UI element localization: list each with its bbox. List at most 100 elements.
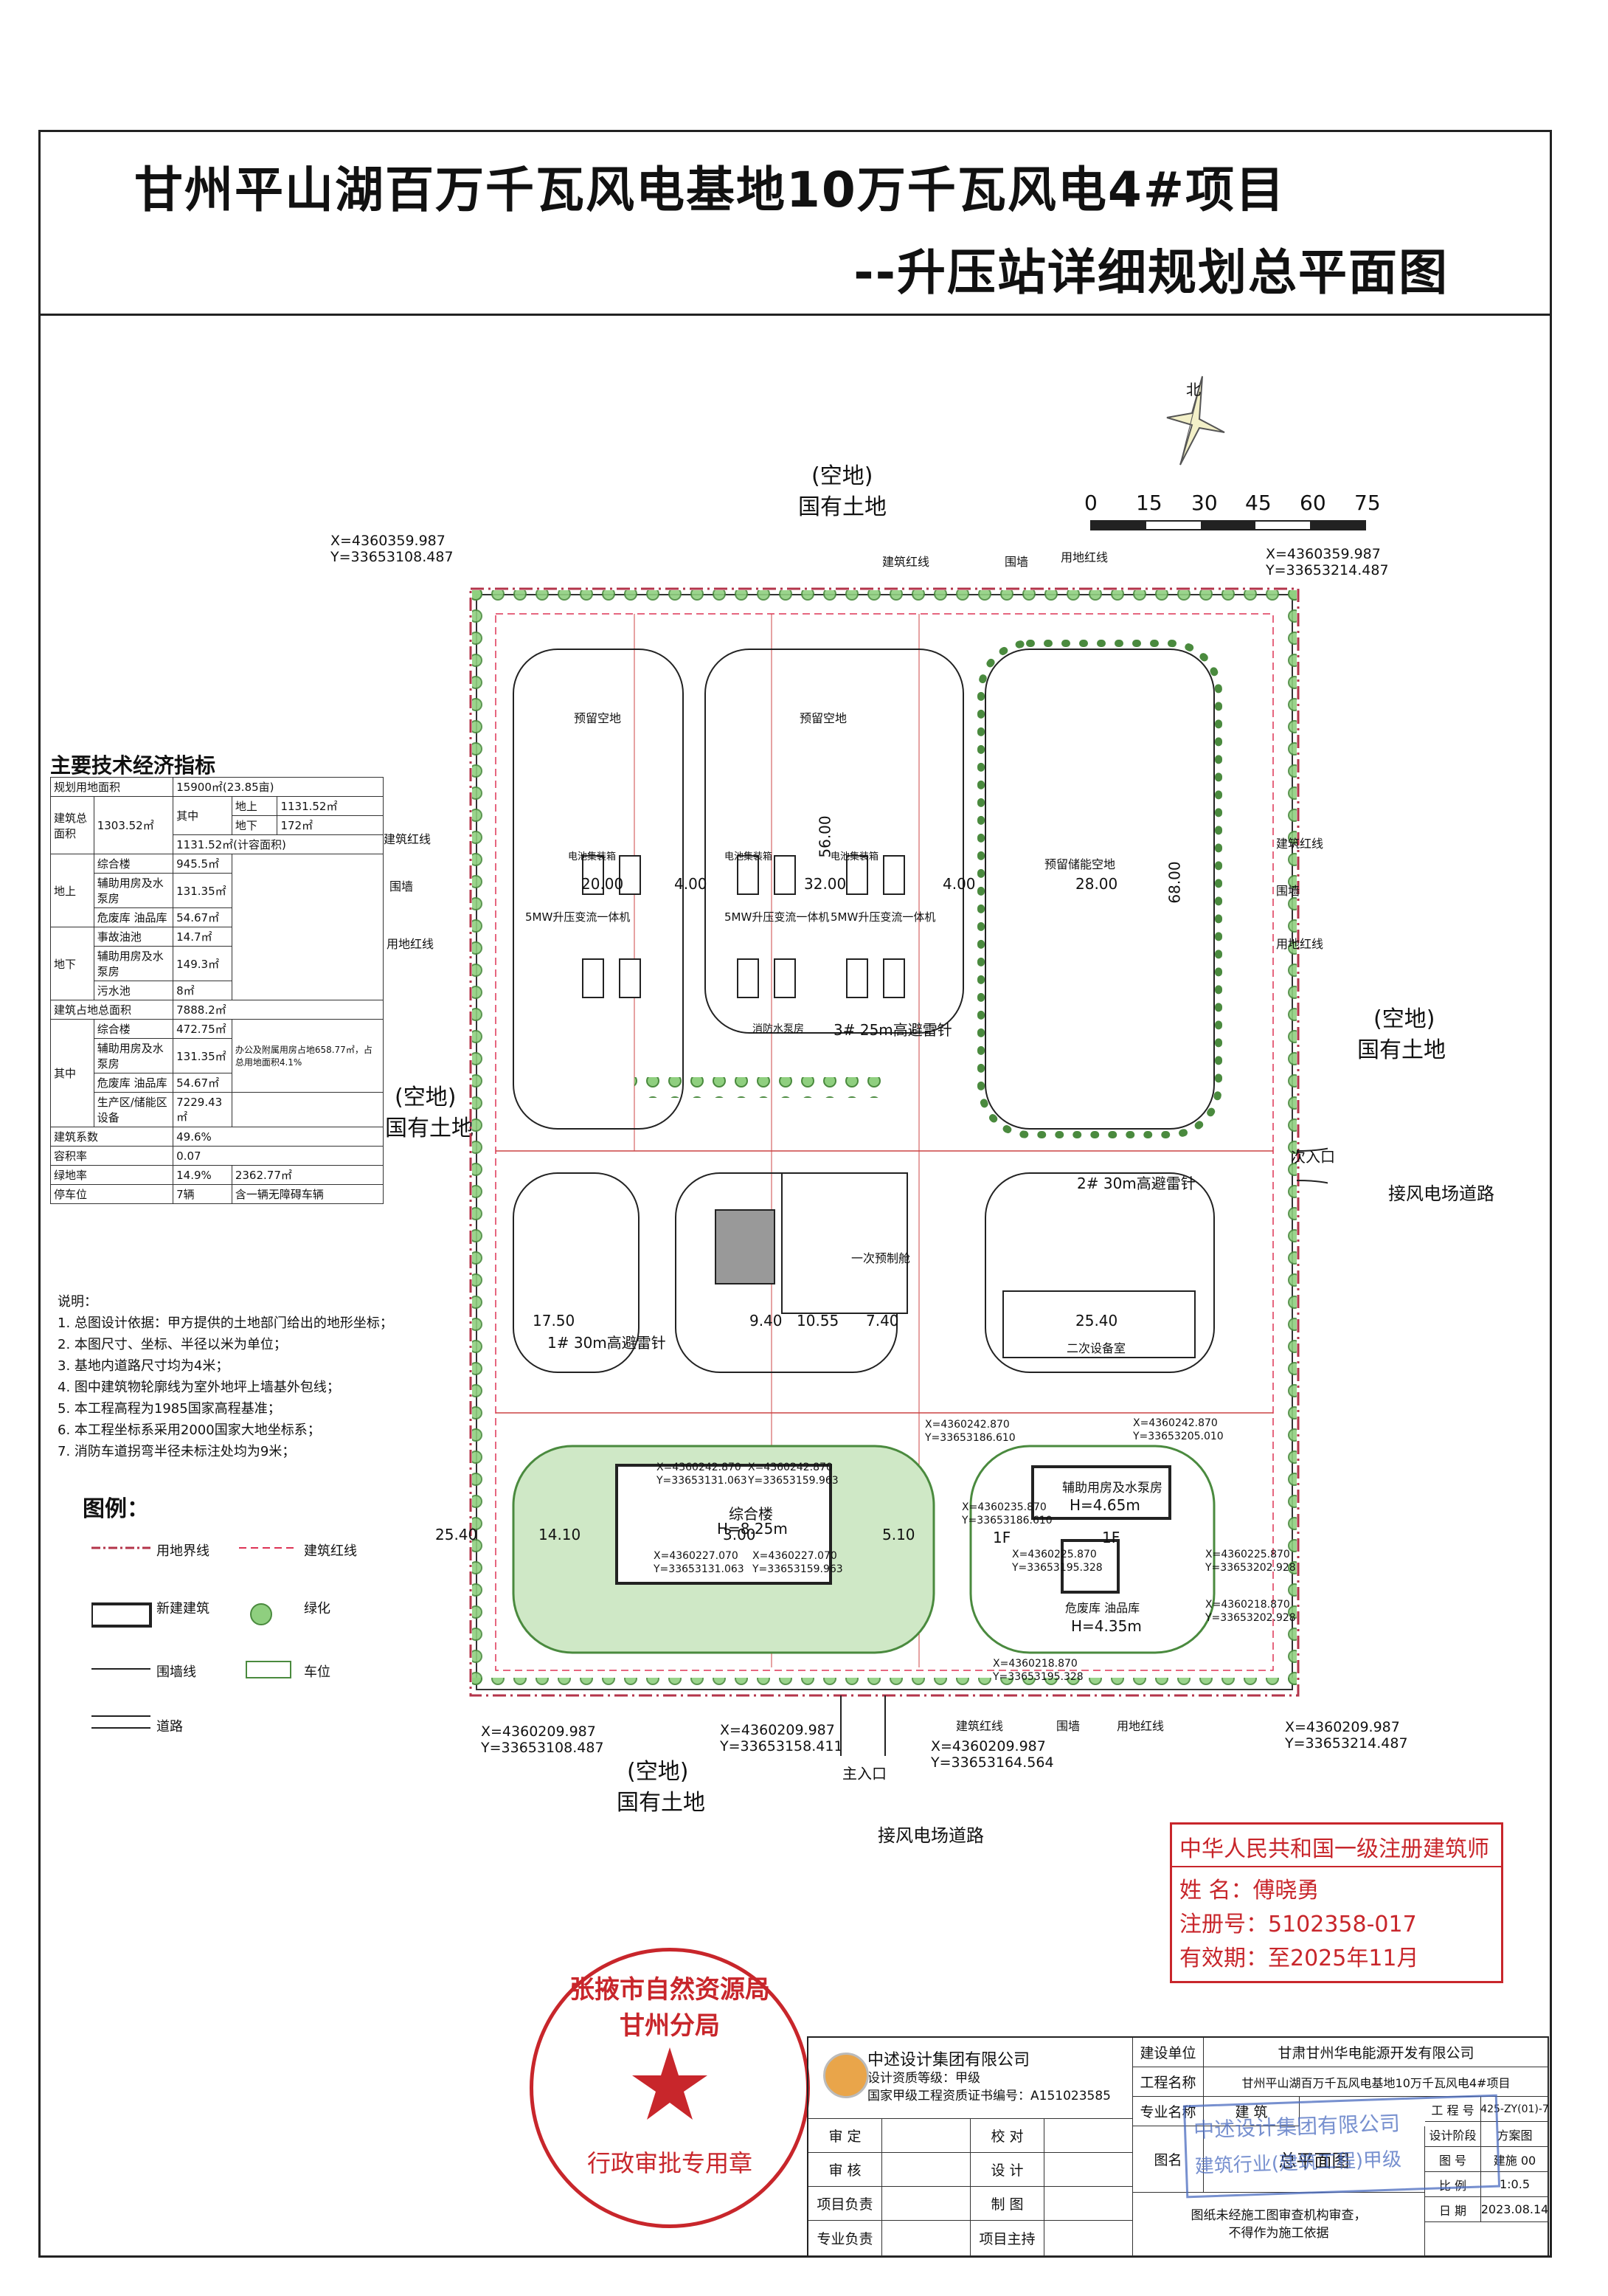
dim-18-4: 1F: [1102, 1529, 1120, 1546]
dim-28: 28.00: [1075, 875, 1118, 893]
legend-title: 图例：: [83, 1496, 149, 1522]
road-east: 接风电场道路: [1388, 1183, 1494, 1204]
secondary-equip: 一次预制舱: [851, 1251, 911, 1265]
side-entrance: 次入口: [1291, 1148, 1335, 1166]
dim-28-9: 3.00: [723, 1526, 756, 1543]
building-red-line: [495, 613, 1274, 1671]
battery-label-1: 电池集装箱: [568, 851, 617, 862]
lightning-1: 1# 30m高避雷针: [547, 1334, 666, 1352]
dim-4b: 4.00: [943, 875, 976, 893]
dim-10: 1F: [993, 1529, 1011, 1546]
drawing-frame: [38, 130, 1552, 2258]
tech-table-title: 主要技术经济指标: [50, 753, 216, 778]
main-entrance: 主入口: [842, 1765, 887, 1782]
legend-wall: 围墙线: [156, 1664, 196, 1680]
site-plan: [469, 587, 1328, 1756]
reserve-3: 预留储能空地: [1044, 857, 1116, 871]
legend-symbols: [91, 1546, 298, 1729]
architect-stamp: 中华人民共和国一级注册建筑师 姓 名：傅晓勇 注册号：5102358-017 有…: [1170, 1822, 1503, 1983]
south-land-a: (空地): [627, 1759, 689, 1785]
dim-3-w: 25.40: [435, 1526, 478, 1543]
dim-9-4: 9.40: [749, 1312, 783, 1329]
label-building-line-n: 建筑红线: [882, 555, 930, 569]
company-logo-icon: [823, 2053, 869, 2098]
aux-building-height: H=4.65m: [1070, 1496, 1140, 1514]
title-line-2: --升压站详细规划总平面图: [853, 244, 1449, 301]
approval-seal: 张掖市自然资源局甘州分局 行政审批专用章: [530, 1948, 810, 2228]
legend-green: 绿化: [304, 1601, 330, 1616]
main-building: 综合楼: [729, 1505, 773, 1523]
danger-store-height: H=4.35m: [1071, 1617, 1142, 1635]
label-building-line-w: 建筑红线: [384, 832, 432, 846]
dim-4a: 4.00: [674, 875, 707, 893]
dim-17-5: 17.50: [533, 1312, 575, 1329]
label-wall-e: 围墙: [1276, 884, 1300, 898]
reserve-1: 预留空地: [574, 711, 622, 725]
east-land-a: (空地): [1373, 1006, 1435, 1032]
dim-68: 68.00: [1165, 861, 1184, 904]
label-building-line-s: 建筑红线: [956, 1719, 1004, 1733]
main-building-height: H=8.25m: [717, 1520, 788, 1538]
legend-site-line: 用地界线: [156, 1543, 209, 1559]
design-seal: 中述设计集团有限公司 建筑行业(建筑工程)甲级: [1182, 2094, 1501, 2199]
dim-7-4: 7.40: [866, 1312, 899, 1329]
notes: 说明： 1. 总图设计依据：甲方提供的土地部门给出的地形坐标； 2. 本图尺寸、…: [58, 1294, 393, 1459]
legend-parking: 车位: [304, 1664, 330, 1680]
label-site-line-n: 用地红线: [1061, 550, 1109, 564]
west-land-b: 国有土地: [385, 1116, 474, 1141]
danger-store: 危废库 油品库: [1065, 1601, 1140, 1615]
label-wall-s: 围墙: [1056, 1719, 1081, 1733]
dim-16-6: 14.10: [538, 1526, 581, 1543]
dim-25-4: 25.40: [1075, 1312, 1118, 1329]
dim-56: 56.00: [816, 815, 834, 858]
transformer-3: 5MW升压变流一体机: [831, 910, 936, 924]
title-line-1: 甘州平山湖百万千瓦风电基地10万千瓦风电4#项目: [134, 162, 1286, 218]
label-wall-w: 围墙: [389, 879, 414, 893]
legend-new-building: 新建建筑: [156, 1601, 209, 1616]
lightning-2: 2# 30m高避雷针: [1077, 1175, 1196, 1192]
reserve-2: 预留空地: [800, 711, 848, 725]
west-land-a: (空地): [395, 1085, 457, 1110]
east-land-b: 国有土地: [1357, 1037, 1446, 1063]
drawing-title-block: 中述设计集团有限公司 设计资质等级：甲级 国家甲级工程资质证书编号：A15102…: [807, 2036, 1549, 2258]
title-block-top: 甘州平山湖百万千瓦风电基地10万千瓦风电4#项目 --升压站详细规划总平面图: [38, 130, 1552, 316]
dim-20: 20.00: [581, 875, 624, 893]
aux-building: 辅助用房及水泵房: [1062, 1481, 1162, 1495]
transformer-1: 5MW升压变流一体机: [525, 910, 631, 924]
battery-label-3: 电池集装箱: [831, 851, 879, 862]
north-land-a: (空地): [811, 463, 873, 489]
label-site-line-e: 用地红线: [1276, 937, 1324, 951]
battery-label-2: 电池集装箱: [724, 851, 773, 862]
secondary-room: 二次设备室: [1067, 1341, 1126, 1355]
north-label: 北: [1186, 381, 1201, 398]
legend-road: 道路: [156, 1719, 183, 1735]
label-site-line-s: 用地红线: [1117, 1719, 1165, 1733]
lightning-3: 3# 25m高避雷针: [834, 1021, 952, 1039]
north-arrow-icon: [1166, 376, 1225, 466]
dim-32: 32.00: [804, 875, 847, 893]
dim-10-55: 10.55: [797, 1312, 839, 1329]
label-building-line-e: 建筑红线: [1276, 837, 1324, 851]
transformer-2: 5MW升压变流一体机: [724, 910, 830, 924]
fire-room: 消防水泵房: [752, 1023, 804, 1035]
label-wall-n: 围墙: [1005, 555, 1029, 569]
label-site-line-w: 用地红线: [387, 937, 434, 951]
road-south: 接风电场道路: [878, 1825, 984, 1846]
